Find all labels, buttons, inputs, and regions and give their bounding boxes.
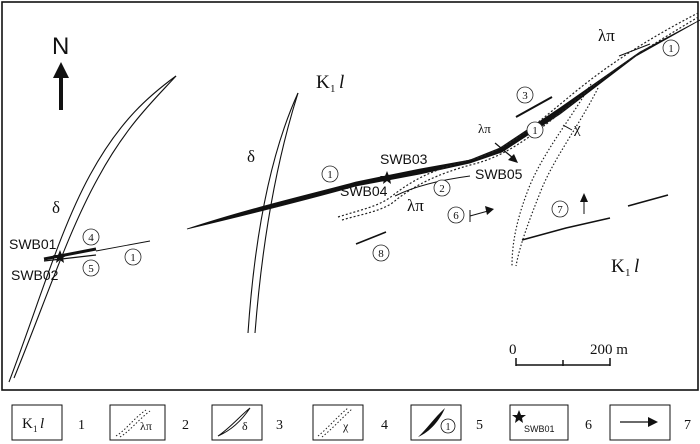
vein-2 xyxy=(394,175,471,197)
svg-text:2: 2 xyxy=(439,183,445,195)
sample-swb01: SWB01 xyxy=(9,236,57,252)
vein-3 xyxy=(515,96,553,118)
svg-text:4: 4 xyxy=(88,232,94,244)
north-label: N xyxy=(52,33,69,60)
diorite-dike-left xyxy=(8,75,177,383)
legend-num-6: 6 xyxy=(585,418,592,433)
ore-vein-1 xyxy=(186,19,700,230)
diorite-dike-middle xyxy=(247,92,299,334)
circled-number-1-ne: 1 xyxy=(662,39,680,57)
circled-number-2: 2 xyxy=(433,179,451,197)
svg-text:SWB01: SWB01 xyxy=(524,424,555,434)
north-arrow: N xyxy=(52,33,69,110)
delta-label-middle: δ xyxy=(247,147,255,166)
chi-dike xyxy=(511,83,599,267)
formation-sub: 1 xyxy=(330,83,336,95)
svg-text:1: 1 xyxy=(33,424,38,434)
circled-number-4: 4 xyxy=(82,228,100,246)
svg-text:K: K xyxy=(22,416,33,432)
svg-text:l: l xyxy=(40,416,44,432)
svg-text:χ: χ xyxy=(342,419,349,433)
legend-num-1: 1 xyxy=(78,418,85,433)
formation-l: l xyxy=(339,72,344,93)
circled-number-5: 5 xyxy=(82,259,100,277)
chi-label: χ xyxy=(573,121,581,137)
circled-number-7: 7 xyxy=(551,200,569,218)
svg-text:1: 1 xyxy=(130,252,136,264)
map-frame xyxy=(1,1,699,391)
delta-label-left: δ xyxy=(52,198,60,217)
sample-swb05: SWB05 xyxy=(475,166,523,182)
svg-text:δ: δ xyxy=(242,419,248,433)
formation-k: K xyxy=(316,72,330,93)
scale-zero: 0 xyxy=(509,342,517,358)
svg-text:1: 1 xyxy=(668,43,674,55)
sample-swb02: SWB02 xyxy=(11,267,59,283)
formation-label-top: K 1 l xyxy=(316,72,344,95)
svg-text:1: 1 xyxy=(327,169,333,181)
granite-porphyry-dike xyxy=(337,11,700,221)
sample-star-swb03 xyxy=(380,171,394,184)
formation-l-2: l xyxy=(634,256,639,277)
lp-label-top: λπ xyxy=(598,26,615,45)
svg-text:3: 3 xyxy=(522,90,528,102)
vein-4-5-left xyxy=(43,240,151,262)
formation-sub-2: 1 xyxy=(625,267,631,279)
circled-number-1-center: 1 xyxy=(321,165,339,183)
lp-label-lower: λπ xyxy=(407,196,424,215)
scale-bar: 0 200 m xyxy=(509,342,628,366)
svg-text:8: 8 xyxy=(378,248,384,260)
vein-1-ne-segment xyxy=(618,43,651,57)
svg-text:7: 7 xyxy=(557,204,563,216)
lp-label-middle: λπ xyxy=(478,121,491,136)
sample-star-swb01 xyxy=(53,250,67,263)
svg-text:1: 1 xyxy=(446,422,451,433)
scale-end: 200 m xyxy=(590,342,628,358)
legend-num-5: 5 xyxy=(476,418,483,433)
sample-swb03: SWB03 xyxy=(380,151,428,167)
circled-number-1-west: 1 xyxy=(124,248,142,266)
circled-number-3: 3 xyxy=(516,86,534,104)
dip-arrow xyxy=(494,142,518,163)
circled-number-8: 8 xyxy=(372,244,390,262)
circled-number-1-east: 1 xyxy=(526,121,544,139)
circled-number-6: 6 xyxy=(447,206,465,224)
legend-num-3: 3 xyxy=(276,418,283,433)
vein-7 xyxy=(521,193,669,241)
svg-text:5: 5 xyxy=(88,263,94,275)
legend-num-2: 2 xyxy=(182,418,189,433)
sample-swb04: SWB04 xyxy=(340,183,388,199)
svg-text:λπ: λπ xyxy=(140,419,152,433)
formation-k-2: K xyxy=(611,256,625,277)
svg-text:6: 6 xyxy=(453,210,459,222)
vein-6-arrow xyxy=(469,206,494,222)
legend-num-7: 7 xyxy=(684,418,691,433)
svg-text:1: 1 xyxy=(532,125,538,137)
legend: K 1 l 1 λπ 2 δ 3 χ 4 1 5 SWB01 6 xyxy=(11,404,691,441)
vein-8 xyxy=(355,231,387,245)
formation-label-bottom: K 1 l xyxy=(611,256,639,279)
legend-num-4: 4 xyxy=(381,418,388,433)
